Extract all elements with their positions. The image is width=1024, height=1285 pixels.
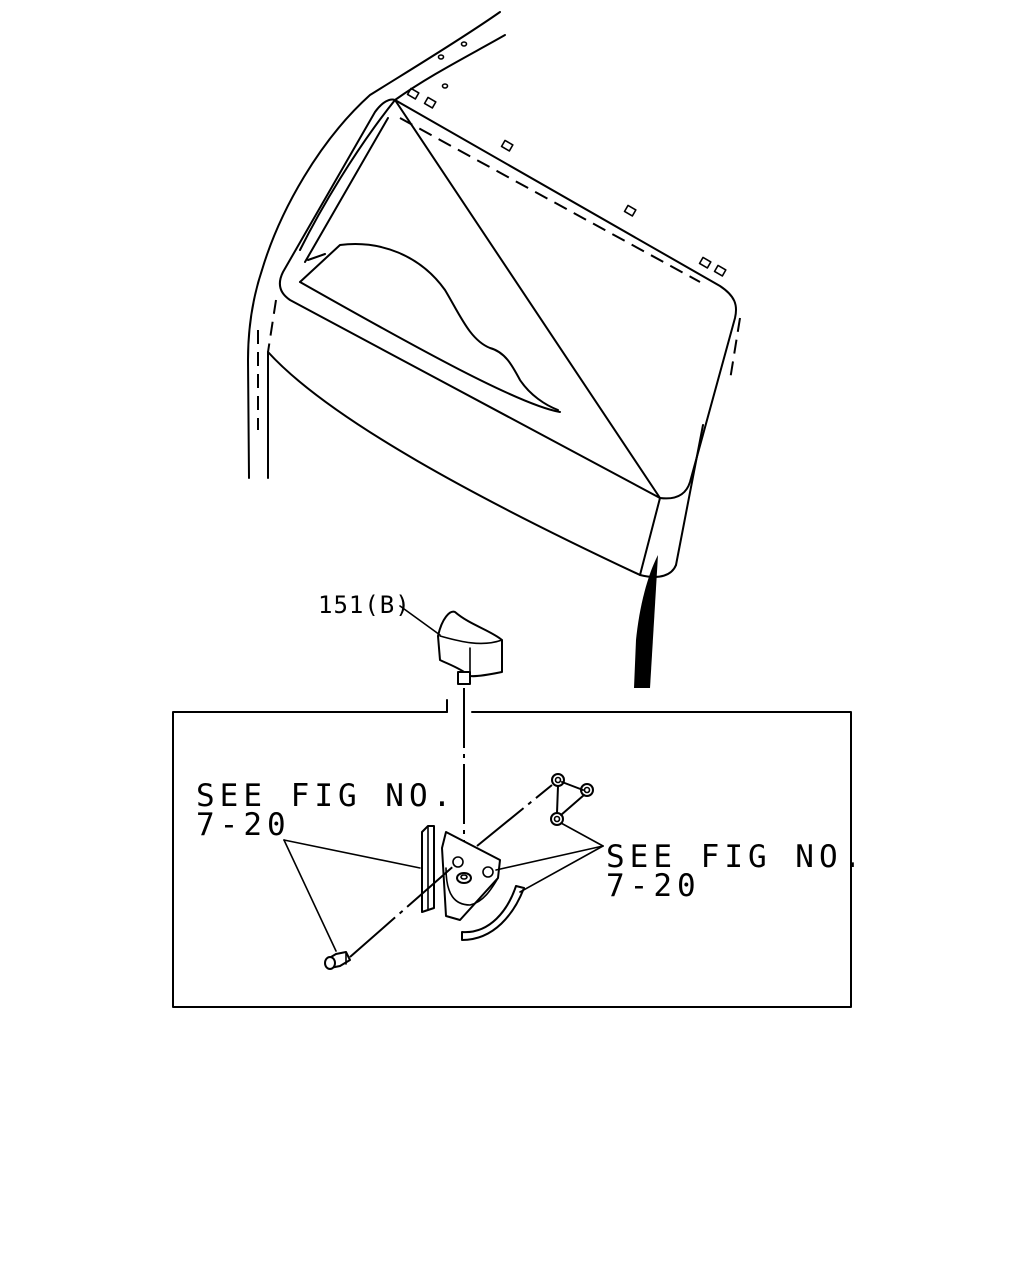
part-151b-label: 151(B) bbox=[318, 591, 411, 619]
right-callout-leaders bbox=[495, 822, 604, 893]
see-fig-left-line2: 7-20 bbox=[196, 807, 291, 843]
see-fig-right-line2: 7-20 bbox=[606, 868, 701, 904]
see-fig-right-line1: SEE FIG NO. bbox=[606, 839, 866, 875]
left-callout-leaders bbox=[283, 839, 421, 952]
detail-box bbox=[172, 711, 852, 1008]
screw-guide-line bbox=[349, 863, 457, 958]
part-151b-leader-line bbox=[399, 605, 441, 636]
clip-guide-line bbox=[476, 784, 553, 847]
vehicle-rear-body bbox=[247, 11, 741, 688]
washer-assembly bbox=[324, 773, 594, 970]
see-fig-left-line1: SEE FIG NO. bbox=[196, 778, 456, 814]
part-151b-washer-nozzle bbox=[437, 610, 503, 685]
